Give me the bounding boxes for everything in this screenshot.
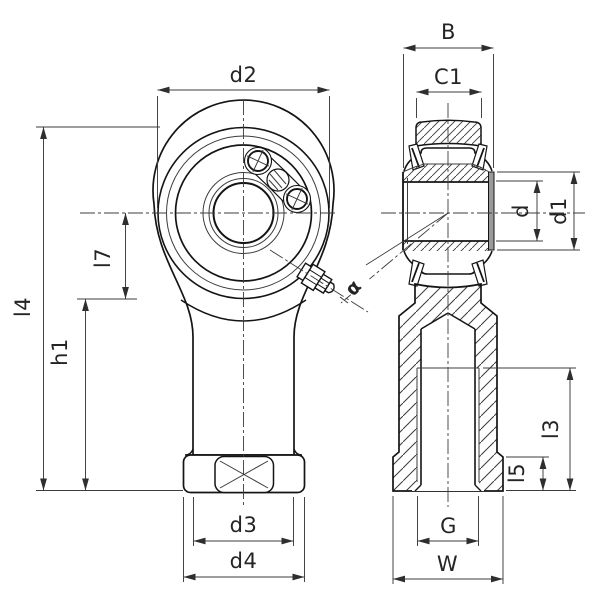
dimension-d1 bbox=[497, 171, 580, 251]
dimension-d bbox=[496, 180, 543, 242]
dimension-l5 bbox=[506, 456, 549, 491]
label-d2: d2 bbox=[230, 63, 258, 87]
dimension-l3 bbox=[483, 367, 576, 491]
inner-ring-band-top bbox=[402, 163, 490, 183]
alpha-label-mask bbox=[340, 267, 376, 303]
dimension-d2 bbox=[157, 86, 330, 208]
dimension-h1 bbox=[77, 298, 137, 491]
dimension-d4 bbox=[183, 497, 305, 582]
outer-ring-lips-top bbox=[408, 143, 488, 171]
dimension-d3 bbox=[193, 497, 294, 546]
label-d: d bbox=[509, 204, 533, 218]
misalignment-line bbox=[365, 212, 449, 266]
dimension-C1 bbox=[416, 88, 482, 118]
label-h1: h1 bbox=[48, 338, 72, 366]
label-d3: d3 bbox=[230, 513, 258, 537]
label-B: B bbox=[441, 20, 456, 44]
alpha-end-tick bbox=[339, 296, 349, 304]
label-W: W bbox=[437, 552, 458, 576]
side-view bbox=[339, 103, 585, 507]
dimension-B bbox=[403, 44, 494, 168]
label-l5: l5 bbox=[505, 463, 529, 483]
label-G: G bbox=[440, 514, 457, 538]
outer-ring-lips-bottom bbox=[408, 259, 488, 287]
dimension-W bbox=[392, 496, 504, 584]
inner-ring-end-face bbox=[488, 171, 495, 251]
nipple-axis-centerline bbox=[269, 249, 369, 313]
dimension-labels: d2 l4 h1 l7 d3 d4 B C1 d d1 α l3 l5 G W bbox=[11, 20, 571, 576]
label-l7: l7 bbox=[91, 248, 115, 268]
front-view bbox=[80, 99, 369, 505]
dimension-G bbox=[417, 496, 479, 546]
screw-bottom bbox=[282, 184, 312, 214]
screw-top bbox=[243, 146, 273, 176]
housing-rim-top bbox=[415, 119, 482, 147]
dimensions bbox=[36, 44, 580, 584]
clamp-center-circle bbox=[266, 168, 290, 192]
thread-lines bbox=[414, 312, 482, 492]
bore-opening bbox=[403, 182, 489, 241]
label-C1: C1 bbox=[434, 65, 463, 89]
label-d4: d4 bbox=[230, 549, 258, 573]
lube-clamp-detail bbox=[243, 146, 312, 214]
label-d1: d1 bbox=[547, 197, 571, 225]
hex-nut bbox=[182, 448, 306, 494]
dimension-l4 bbox=[36, 126, 183, 491]
label-l3: l3 bbox=[539, 419, 563, 439]
label-l4: l4 bbox=[11, 297, 35, 317]
